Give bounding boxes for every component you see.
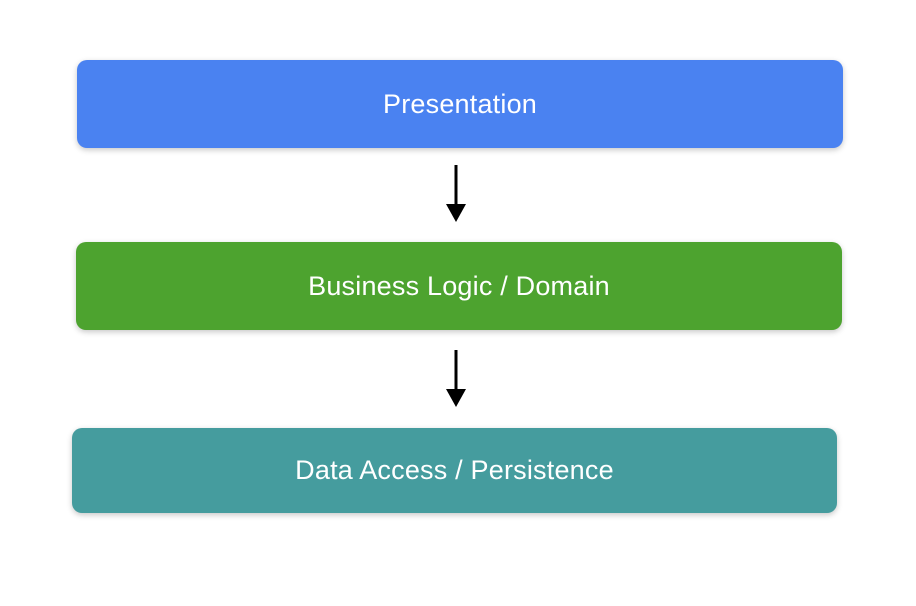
down-arrow-icon [446, 350, 466, 407]
layer-label-business-logic: Business Logic / Domain [308, 270, 610, 301]
layer-box-business-logic: Business Logic / Domain [76, 242, 842, 330]
layer-label-data-access: Data Access / Persistence [295, 455, 614, 485]
down-arrow-icon [446, 165, 466, 222]
layer-box-data-access: Data Access / Persistence [72, 428, 837, 513]
layer-label-presentation: Presentation [383, 88, 537, 119]
layer-box-presentation: Presentation [77, 60, 843, 148]
